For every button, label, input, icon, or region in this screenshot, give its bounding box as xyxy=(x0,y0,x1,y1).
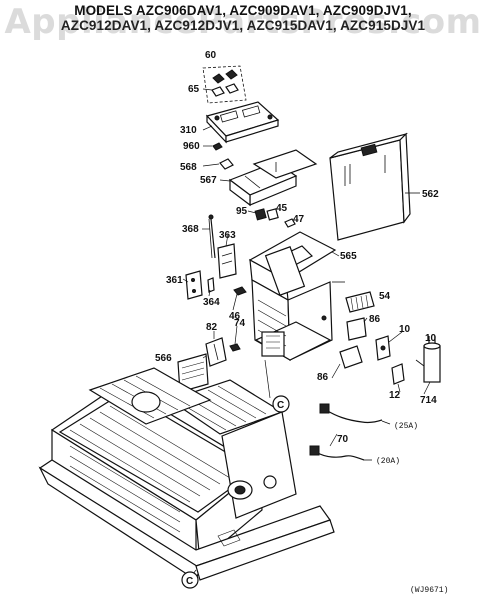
cord-rating-20a: (20A) xyxy=(376,457,400,466)
callout-12: 12 xyxy=(389,390,401,401)
callout-960: 960 xyxy=(183,141,200,152)
part-12 xyxy=(391,363,405,385)
relay-86-lower xyxy=(339,345,363,369)
callout-567: 567 xyxy=(200,175,217,186)
callout-54: 54 xyxy=(379,291,391,302)
svg-text:C: C xyxy=(186,576,193,587)
models-header-line-1: MODELS AZC906DAV1, AZC909DAV1, AZC909DJV… xyxy=(74,3,412,18)
bracket-82 xyxy=(205,337,227,367)
clip-960 xyxy=(212,142,223,151)
control-box-567 xyxy=(228,149,318,207)
switch-568 xyxy=(219,158,234,170)
reference-marker-c-2: C xyxy=(181,571,199,589)
callout-95: 95 xyxy=(236,206,248,217)
control-knobs-60 xyxy=(202,65,247,104)
callout-361: 361 xyxy=(166,275,183,286)
callout-363: 363 xyxy=(219,230,236,241)
callout-70: 70 xyxy=(337,434,349,445)
callout-82: 82 xyxy=(206,322,218,333)
relay-86-upper xyxy=(346,317,367,341)
part-46 xyxy=(233,286,247,296)
small-relays xyxy=(254,208,296,228)
callout-86-lower: 86 xyxy=(317,372,329,383)
control-box-cover-562 xyxy=(329,132,420,241)
callout-labels: 60 65 310 960 568 567 562 95 45 47 368 3… xyxy=(155,50,439,466)
overload-10 xyxy=(375,335,391,361)
callout-714: 714 xyxy=(420,395,437,406)
callout-568: 568 xyxy=(180,162,197,173)
callout-86-upper: 86 xyxy=(369,314,381,325)
svg-text:C: C xyxy=(277,400,284,411)
cord-rating-25a: (25A) xyxy=(394,422,418,431)
callout-65: 65 xyxy=(188,84,200,95)
callout-368: 368 xyxy=(182,224,199,235)
figure-code: (WJ9671) xyxy=(410,586,448,595)
callout-47: 47 xyxy=(293,214,305,225)
power-cords-70 xyxy=(309,403,391,461)
capacitor-714 xyxy=(415,336,441,383)
callout-562: 562 xyxy=(422,189,439,200)
callout-10-capacitor: 10 xyxy=(425,333,437,344)
callout-10: 10 xyxy=(399,324,411,335)
callout-566: 566 xyxy=(155,353,172,364)
part-74 xyxy=(229,343,241,352)
bracket-361 xyxy=(185,270,203,300)
callout-46: 46 xyxy=(229,311,241,322)
air-conditioner-chassis xyxy=(38,367,335,581)
callout-45: 45 xyxy=(276,203,288,214)
watermark: AppliancePartsPros.com xyxy=(4,2,482,42)
callout-74: 74 xyxy=(234,318,246,329)
callout-364: 364 xyxy=(203,297,220,308)
callout-60: 60 xyxy=(205,50,217,61)
bracket-363 xyxy=(217,243,237,279)
reference-marker-c-1: C xyxy=(272,395,290,413)
models-header-line-2: AZC912DAV1, AZC912DJV1, AZC915DAV1, AZC9… xyxy=(60,18,426,33)
callout-565: 565 xyxy=(340,251,357,262)
callout-310: 310 xyxy=(180,125,197,136)
thermostat-368 xyxy=(208,214,216,259)
terminal-block-54 xyxy=(345,291,375,313)
control-housing-565 xyxy=(248,231,345,362)
control-panel-310 xyxy=(205,101,280,144)
part-364 xyxy=(207,277,215,293)
